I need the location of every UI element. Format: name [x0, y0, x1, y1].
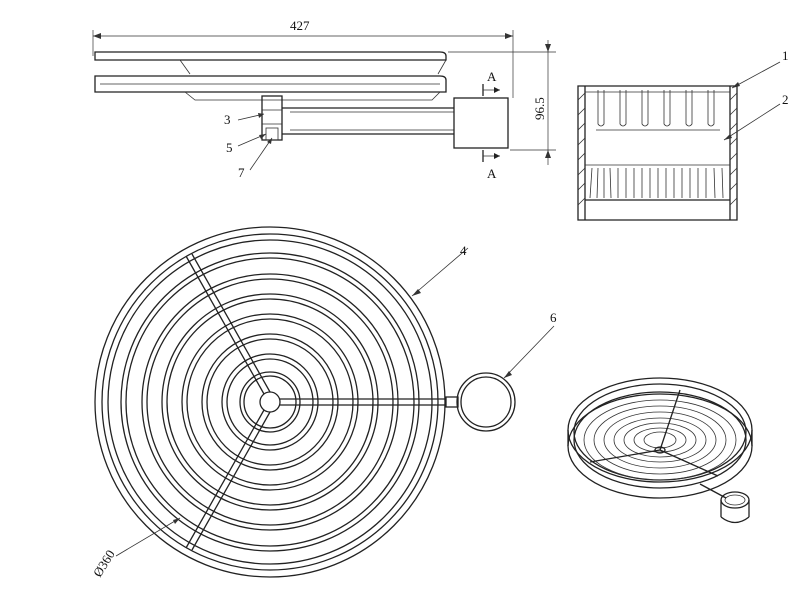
dimension-height: 96.5 [448, 40, 556, 165]
top-view: 4 6 Ø360 [90, 226, 557, 580]
dimension-length: 427 [92, 18, 514, 98]
label-5: 5 [226, 140, 233, 155]
isometric-view [567, 377, 753, 524]
label-3: 3 [224, 112, 231, 127]
dimension-length-text: 427 [290, 18, 310, 33]
label-6: 6 [550, 310, 557, 325]
label-2: 2 [782, 92, 789, 107]
section-marks: A A [482, 69, 500, 181]
label-4: 4 [460, 243, 467, 258]
side-view [94, 51, 509, 149]
dimension-diameter-text: Ø360 [90, 547, 118, 579]
section-view: 1 2 [577, 48, 789, 221]
section-mark-top: A [487, 69, 497, 84]
section-mark-bottom: A [487, 166, 497, 181]
leaders-3-5-7: 3 5 7 [224, 112, 273, 180]
label-1: 1 [782, 48, 789, 63]
label-7: 7 [238, 165, 245, 180]
dimension-height-text: 96.5 [532, 97, 547, 120]
